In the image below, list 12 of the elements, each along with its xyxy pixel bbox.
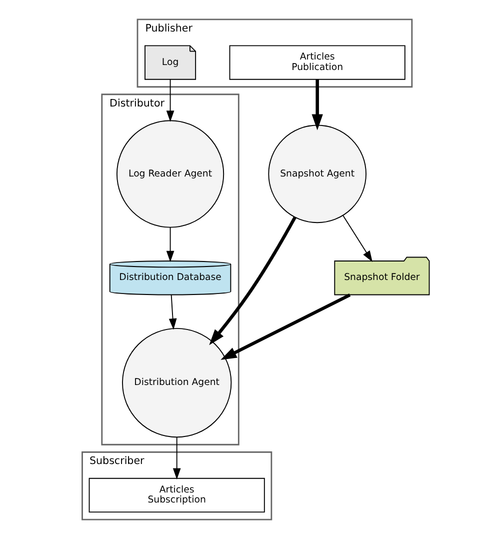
node-circle: Log Reader Agent: [116, 120, 224, 228]
node-box: Articles Publication: [229, 45, 406, 80]
arrow: [342, 214, 372, 262]
arrow: [166, 78, 174, 122]
arrow: [172, 436, 181, 480]
arrow: [220, 293, 351, 360]
arrow: [168, 294, 177, 330]
arrow: [312, 79, 323, 130]
node-circle: Snapshot Agent: [268, 124, 366, 224]
node-box: Articles Subscription: [88, 478, 265, 513]
arrow: [209, 216, 296, 346]
arrow: [166, 226, 174, 262]
